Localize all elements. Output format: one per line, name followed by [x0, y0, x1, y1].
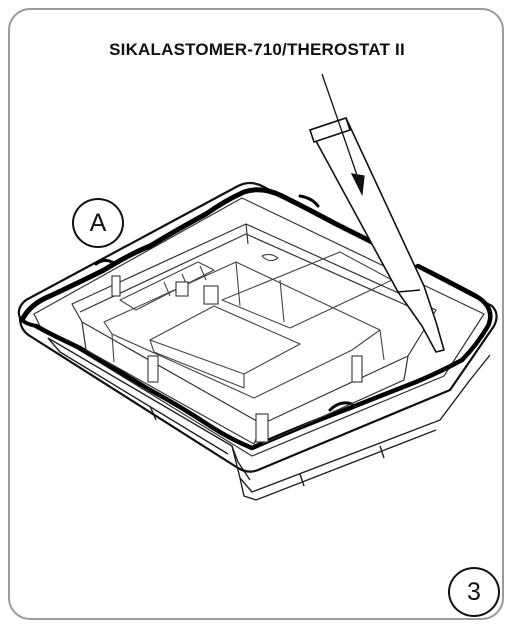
sealant-product-label: SIKALASTOMER-710/THEROSTAT II — [109, 40, 405, 59]
tray-base — [47, 337, 491, 501]
sealant-nozzle — [309, 117, 445, 353]
sealant-bead — [19, 187, 493, 451]
callout-label: A — [72, 198, 124, 248]
leader-arrow — [321, 73, 365, 197]
tray-compartments — [103, 251, 393, 399]
tray-fixtures — [111, 275, 363, 443]
step-number-badge: 3 — [448, 567, 500, 617]
